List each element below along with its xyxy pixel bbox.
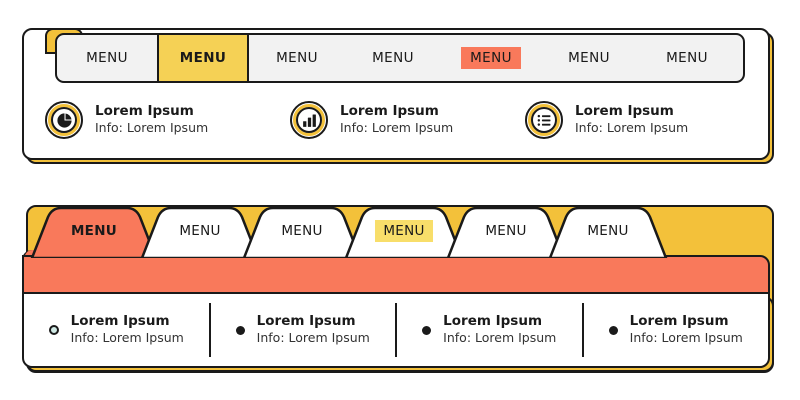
feature-info: Info: Lorem Ipsum (575, 120, 689, 136)
tab-shape (140, 206, 260, 258)
bottom-tab-strip: MENU MENU MENU MENU MENU MENU (30, 206, 770, 258)
feature-info: Info: Lorem Ipsum (340, 120, 454, 136)
bottom-menu-tab-label: MENU (281, 223, 323, 239)
pie-chart-icon (45, 101, 83, 139)
bottom-menu-tab-4[interactable]: MENU (344, 206, 464, 258)
tab-shape (30, 206, 158, 258)
bottom-menu-tab-1[interactable]: MENU (30, 206, 158, 258)
bottom-item-title: Lorem Ipsum (256, 313, 356, 330)
bottom-panel-body (22, 255, 770, 295)
list-icon (525, 101, 563, 139)
bottom-item-info: Info: Lorem Ipsum (629, 330, 743, 346)
bottom-item-title: Lorem Ipsum (629, 313, 729, 330)
top-menu-tab-label: MENU (372, 50, 414, 66)
tab-shape (446, 206, 566, 258)
bottom-menu-tab-label: MENU (587, 223, 629, 239)
feature-title: Lorem Ipsum (95, 103, 194, 120)
top-menu-tab-6[interactable]: MENU (541, 35, 637, 81)
bottom-item-title: Lorem Ipsum (70, 313, 170, 330)
top-menubar: MENU MENU MENU MENU MENU MENU MENU (55, 33, 745, 83)
bottom-item-info: Info: Lorem Ipsum (443, 330, 557, 346)
icon-accent-ring (293, 104, 325, 136)
bottom-item-title: Lorem Ipsum (443, 313, 543, 330)
icon-inner-ring (51, 107, 77, 133)
feature-title: Lorem Ipsum (340, 103, 439, 120)
icon-accent-ring (528, 104, 560, 136)
bottom-menu-tab-3[interactable]: MENU (242, 206, 362, 258)
bottom-menu-tab-label: MENU (179, 223, 221, 239)
dot-bullet (235, 325, 245, 335)
top-menu-tab-5[interactable]: MENU (441, 35, 541, 81)
bottom-menu-tab-label: MENU (70, 223, 118, 239)
top-menu-tab-label: MENU (666, 50, 708, 66)
top-menu-tab-label: MENU (461, 47, 521, 69)
top-menu-tab-3[interactable]: MENU (249, 35, 345, 81)
top-menu-tab-7[interactable]: MENU (637, 35, 737, 81)
tab-label-highlight: MENU (375, 220, 433, 242)
feature-info: Info: Lorem Ipsum (95, 120, 209, 136)
top-menu-tab-4[interactable]: MENU (345, 35, 441, 81)
bottom-item-info: Info: Lorem Ipsum (256, 330, 370, 346)
icon-inner-ring (531, 107, 557, 133)
bar-chart-icon (290, 101, 328, 139)
tab-shape (548, 206, 668, 258)
top-menu-tab-label: MENU (276, 50, 318, 66)
top-menu-tab-label: MENU (86, 50, 128, 66)
feature-title: Lorem Ipsum (575, 103, 674, 120)
ring-bullet (48, 325, 59, 335)
top-menu-tab-label: MENU (179, 50, 227, 66)
bottom-menu-tab-2[interactable]: MENU (140, 206, 260, 258)
bottom-menu-tab-6[interactable]: MENU (548, 206, 668, 258)
tab-shape (242, 206, 362, 258)
top-menu-tab-2[interactable]: MENU (157, 35, 249, 81)
dot-bullet (422, 325, 432, 335)
dot-bullet (608, 325, 618, 335)
bottom-menu-tab-5[interactable]: MENU (446, 206, 566, 258)
bottom-menu-tab-label: MENU (485, 223, 527, 239)
top-menu-tab-label: MENU (568, 50, 610, 66)
top-menu-tab-1[interactable]: MENU (57, 35, 157, 81)
icon-inner-ring (296, 107, 322, 133)
icon-accent-ring (48, 104, 80, 136)
bottom-item-info: Info: Lorem Ipsum (70, 330, 184, 346)
bottom-menu-tab-label: MENU (375, 220, 433, 244)
